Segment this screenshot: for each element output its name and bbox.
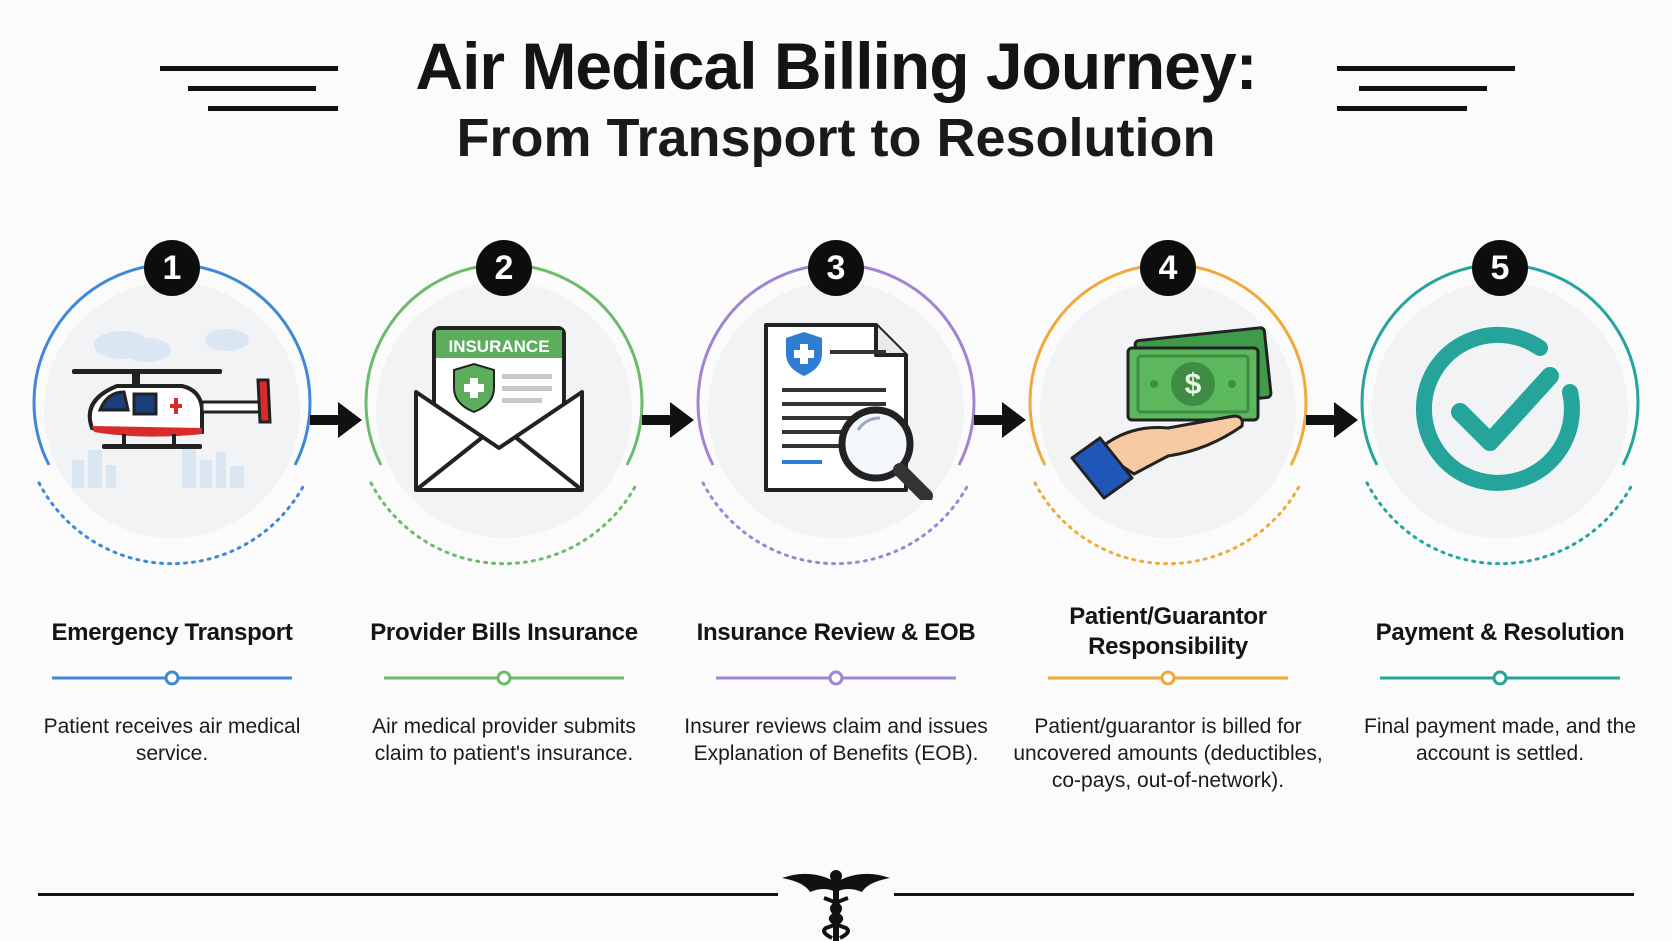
page-subtitle: From Transport to Resolution bbox=[456, 107, 1216, 168]
step-1-divider bbox=[52, 670, 292, 686]
step-5-number-badge: 5 bbox=[1472, 240, 1528, 296]
arrow-right-icon bbox=[642, 402, 694, 438]
step-3-divider bbox=[716, 670, 956, 686]
step-3-description: Insurer reviews claim and issues Explana… bbox=[684, 715, 988, 765]
arrow-right-icon bbox=[1306, 402, 1358, 438]
caduceus-icon bbox=[782, 870, 890, 941]
insurance-envelope-icon: INSURANCE bbox=[414, 326, 584, 492]
step-1-description: Patient receives air medical service. bbox=[43, 715, 301, 765]
header: Air Medical Billing Journey: From Transp… bbox=[0, 30, 1672, 169]
step-5-divider bbox=[1380, 670, 1620, 686]
hand-money-icon: $ bbox=[1070, 326, 1273, 500]
step-2-divider bbox=[384, 670, 624, 686]
helicopter-icon bbox=[72, 329, 272, 488]
arrow-right-icon bbox=[974, 402, 1026, 438]
step-1-title: Emergency Transport bbox=[51, 619, 293, 646]
step-5-ring bbox=[1360, 262, 1640, 566]
speed-lines-left-icon bbox=[160, 66, 338, 111]
step-4-title: Patient/Guarantor Responsibility bbox=[1069, 603, 1267, 660]
speed-lines-right-icon bbox=[1337, 66, 1515, 111]
footer-divider-right bbox=[894, 893, 1634, 896]
page-title: Air Medical Billing Journey: bbox=[415, 29, 1257, 103]
arrow-right-icon bbox=[310, 402, 362, 438]
insurance-label: INSURANCE bbox=[448, 337, 549, 356]
step-4-divider bbox=[1048, 670, 1288, 686]
footer-divider-left bbox=[38, 893, 778, 896]
step-4-number-badge: 4 bbox=[1140, 240, 1196, 296]
step-3-title: Insurance Review & EOB bbox=[696, 619, 976, 646]
checkmark-circle-icon bbox=[1415, 326, 1580, 491]
step-2-description: Air medical provider submits claim to pa… bbox=[372, 715, 636, 765]
step-4-description: Patient/guarantor is billed for uncovere… bbox=[1013, 715, 1323, 792]
dollar-sign-label: $ bbox=[1185, 368, 1202, 401]
step-2-number-badge: 2 bbox=[476, 240, 532, 296]
step-5-title: Payment & Resolution bbox=[1375, 619, 1625, 646]
document-magnifier-icon bbox=[764, 323, 933, 500]
step-2-title: Provider Bills Insurance bbox=[370, 619, 638, 646]
step-3-number-badge: 3 bbox=[808, 240, 864, 296]
step-1-number-badge: 1 bbox=[144, 240, 200, 296]
step-5-description: Final payment made, and the account is s… bbox=[1364, 715, 1636, 765]
